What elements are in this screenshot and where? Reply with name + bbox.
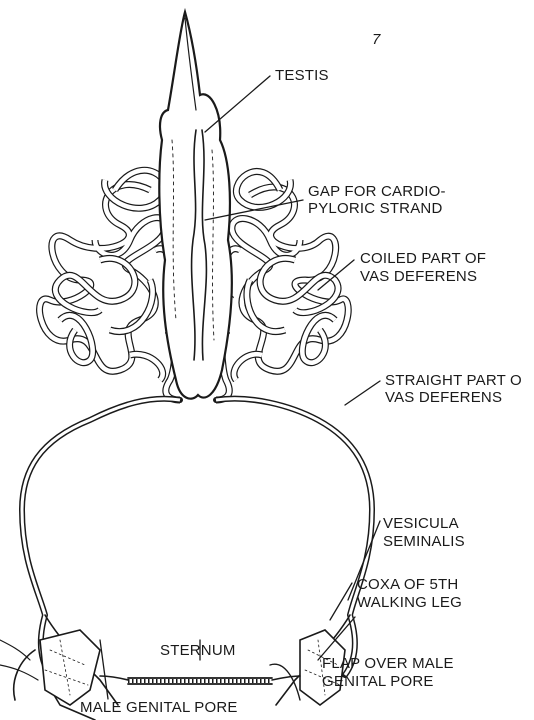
label-coiled-line1: COILED PART OF: [360, 250, 486, 267]
label-gap-line1: GAP FOR CARDIO-: [308, 183, 446, 200]
label-straight-line1: STRAIGHT PART O: [385, 372, 522, 389]
label-coxa-line2: WALKING LEG: [357, 594, 462, 611]
testis: [159, 12, 231, 399]
label-sternum: STERNUM: [160, 642, 236, 659]
label-male-pore: MALE GENITAL PORE: [80, 699, 238, 716]
label-vesicula-line2: SEMINALIS: [383, 533, 465, 550]
page-mark: 7: [372, 31, 381, 48]
label-gap-line2: PYLORIC STRAND: [308, 200, 443, 217]
label-straight-line2: VAS DEFERENS: [385, 389, 502, 406]
label-flap-line1: FLAP OVER MALE: [322, 655, 454, 672]
label-coiled-line2: VAS DEFERENS: [360, 268, 477, 285]
label-testis: TESTIS: [275, 67, 329, 84]
label-vesicula-line1: VESICULA: [383, 515, 459, 532]
labels: TESTIS GAP FOR CARDIO- PYLORIC STRAND CO…: [80, 67, 522, 716]
label-coxa-line1: COXA OF 5TH: [357, 576, 458, 593]
label-flap-line2: GENITAL PORE: [322, 673, 434, 690]
